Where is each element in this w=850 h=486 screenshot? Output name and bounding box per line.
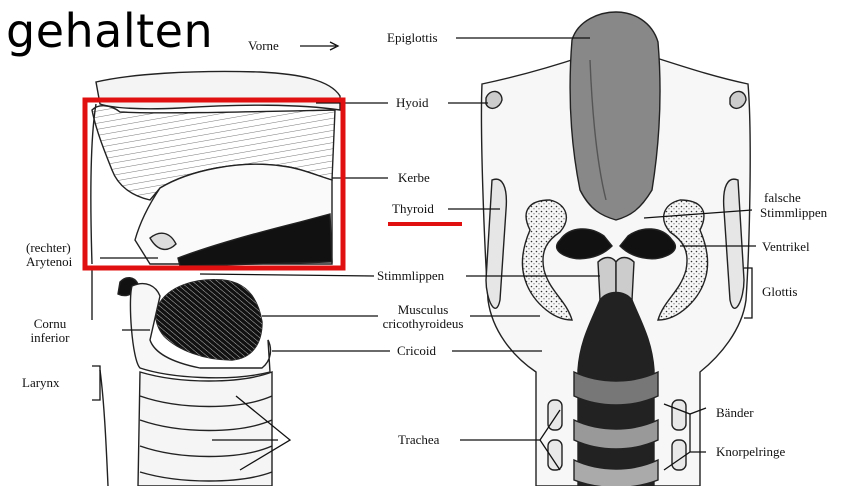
label-cricothyroideus: cricothyroideus — [366, 317, 480, 331]
label-glottis: Glottis — [762, 285, 797, 299]
label-knorpelringe: Knorpelringe — [716, 445, 785, 459]
hyoid-bone-lateral — [96, 71, 340, 110]
lateral-larynx-view — [91, 71, 340, 486]
label-baender: Bänder — [716, 406, 754, 420]
label-inferior: inferior — [20, 331, 80, 345]
label-musculus: Musculus — [376, 303, 470, 317]
label-epiglottis: Epiglottis — [387, 31, 438, 45]
label-larynx: Larynx — [22, 376, 60, 390]
hyoid-end-left — [486, 91, 502, 108]
label-trachea: Trachea — [398, 433, 439, 447]
label-falsche: falsche — [764, 191, 801, 205]
label-thyroid: Thyroid — [392, 202, 434, 216]
label-stimmlippen: Stimmlippen — [377, 269, 444, 283]
label-stimmlippen-false: Stimmlippen — [760, 206, 827, 220]
epiglottis — [570, 12, 660, 220]
coronal-larynx-view — [481, 12, 750, 486]
label-arytenoid: Arytenoi — [26, 255, 72, 269]
label-ventrikel: Ventrikel — [762, 240, 810, 254]
label-vorne: Vorne — [248, 39, 279, 53]
label-cricoid: Cricoid — [397, 344, 436, 358]
label-kerbe: Kerbe — [398, 171, 430, 185]
trachea-lateral — [138, 372, 272, 486]
label-rechter: (rechter) — [26, 241, 71, 255]
label-hyoid: Hyoid — [396, 96, 429, 110]
slide-title: gehalten — [6, 4, 213, 58]
hyoid-end-right — [730, 91, 746, 108]
label-cornu: Cornu — [20, 317, 80, 331]
